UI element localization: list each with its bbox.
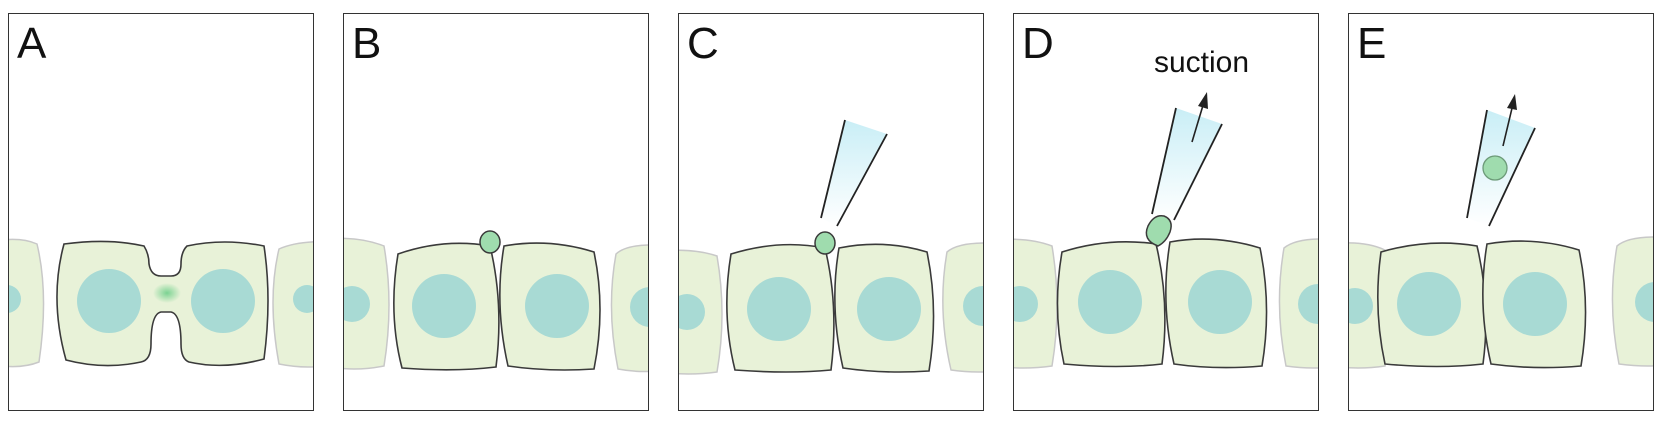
panel-b: B: [343, 13, 649, 411]
nucleus: [1188, 270, 1252, 334]
suction-label: suction: [1154, 46, 1250, 79]
daughter-cell-right: [1165, 238, 1268, 369]
midbody-vesicle: [814, 231, 836, 255]
suction-arrow: [1502, 94, 1517, 147]
panel-a-illustration: [9, 238, 313, 368]
right-edge-cell: [272, 241, 313, 368]
right-edge-cell: [1278, 238, 1318, 369]
nucleus: [857, 277, 921, 341]
nucleus: [412, 274, 476, 338]
captured-vesicle: [1482, 155, 1508, 181]
panel-e: E: [1348, 13, 1654, 411]
left-edge-cell: [679, 249, 723, 375]
daughter-cell-right: [834, 243, 935, 373]
panel-c: C: [678, 13, 984, 411]
panel-label: D: [1022, 19, 1054, 68]
nucleus: [1397, 272, 1461, 336]
panel-a: A: [8, 13, 314, 411]
daughter-cell-right: [1482, 240, 1587, 369]
left-edge-cell: [1014, 238, 1058, 369]
midbody: [153, 283, 181, 303]
right-edge-cell: [942, 242, 983, 373]
left-edge-cell: [344, 237, 390, 370]
panel-d-illustration: [1014, 92, 1318, 369]
pipette: [1151, 107, 1223, 221]
panel-e-illustration: [1349, 94, 1653, 369]
daughter-cell-left: [1056, 240, 1166, 368]
dividing-cell: [56, 240, 269, 367]
pipette: [820, 119, 888, 227]
panel-label: A: [17, 19, 47, 68]
daughter-cell-left: [1377, 242, 1487, 368]
panel-label: B: [352, 19, 382, 68]
panel-c-illustration: [679, 119, 983, 375]
panel-label: E: [1357, 19, 1387, 68]
midbody-vesicle: [1145, 214, 1172, 247]
nucleus: [525, 274, 589, 338]
daughter-cell-left: [726, 243, 835, 373]
left-edge-cell: [9, 238, 45, 368]
daughter-cell-right: [499, 242, 601, 371]
nucleus: [77, 269, 141, 333]
right-edge-cell: [610, 244, 648, 373]
daughter-cell-left: [393, 242, 500, 371]
nucleus: [747, 277, 811, 341]
midbody-vesicle: [479, 230, 501, 254]
nucleus: [191, 269, 255, 333]
panel-label: C: [687, 19, 719, 68]
panel-d: D suction: [1013, 13, 1319, 411]
nucleus: [1503, 272, 1567, 336]
right-edge-cell: [1611, 236, 1653, 367]
suction-arrow: [1191, 92, 1208, 143]
nucleus: [1078, 270, 1142, 334]
panel-b-illustration: [344, 230, 648, 373]
